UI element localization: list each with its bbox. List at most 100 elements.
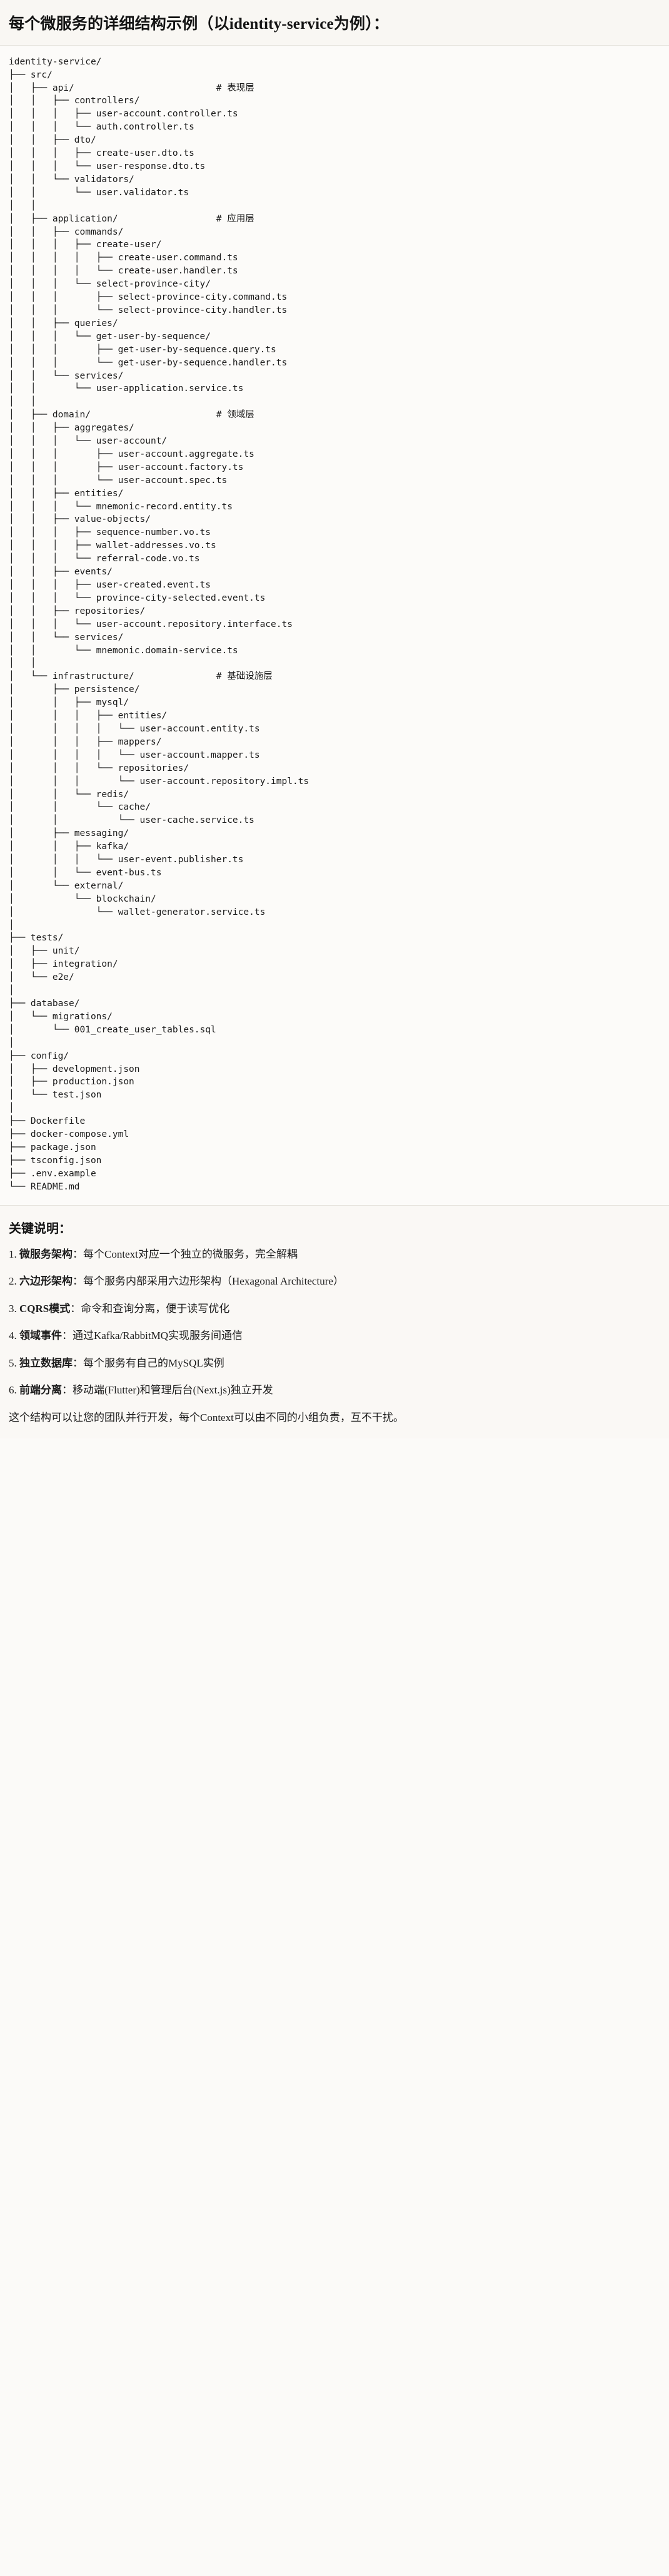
tree-line: │ │ — [9, 200, 36, 211]
tree-line: ├── tsconfig.json — [9, 1155, 102, 1166]
key-note-description: 每个服务内部采用六边形架构（Hexagonal Architecture） — [83, 1275, 344, 1288]
tree-line: │ │ │ ├── create-user.dto.ts — [9, 148, 194, 159]
tree-line: ├── config/ — [9, 1051, 69, 1061]
tree-line: │ │ │ │ ├── create-user.command.ts — [9, 253, 238, 263]
tree-line: ├── package.json — [9, 1142, 96, 1153]
tree-line: │ │ │ │ └── user-account.mapper.ts — [9, 750, 260, 760]
key-note-item: 2. 六边形架构：每个服务内部采用六边形架构（Hexagonal Archite… — [9, 1273, 660, 1290]
tree-line: │ │ └── user-cache.service.ts — [9, 815, 254, 826]
key-note-item: 3. CQRS模式：命令和查询分离，便于读写优化 — [9, 1301, 660, 1317]
key-notes-title: 关键说明： — [9, 1221, 71, 1236]
key-note-item: 1. 微服务架构：每个Context对应一个独立的微服务，完全解耦 — [9, 1246, 660, 1263]
tree-line: │ ├── application/ # 应用层 — [9, 213, 254, 224]
tree-line: │ │ │ └── user-account.spec.ts — [9, 475, 228, 486]
tree-line: │ └── e2e/ — [9, 972, 74, 983]
tree-line: │ │ │ ├── sequence-number.vo.ts — [9, 527, 211, 538]
title-block: 每个微服务的详细结构示例（以identity-service为例）： — [0, 0, 669, 46]
tree-line: │ │ │ ├── user-account.aggregate.ts — [9, 449, 254, 459]
tree-line: │ │ │ └── user-event.publisher.ts — [9, 855, 244, 865]
tree-line: │ │ │ └── user-account.repository.impl.t… — [9, 776, 309, 787]
directory-tree-block: identity-service/ ├── src/ │ ├── api/ # … — [0, 45, 669, 1205]
tree-line: │ └── external/ — [9, 880, 124, 891]
key-note-term: 前端分离 — [19, 1384, 62, 1397]
tree-line: │ │ │ ├── create-user/ — [9, 240, 162, 250]
tree-line: │ └── infrastructure/ # 基础设施层 — [9, 671, 273, 682]
tree-line: │ │ ├── aggregates/ — [9, 423, 134, 434]
tree-line: │ ├── integration/ — [9, 959, 118, 970]
tree-layer-comment: # 领域层 — [216, 410, 254, 420]
tree-line: │ │ ├── repositories/ — [9, 606, 146, 616]
tree-line: │ — [9, 920, 14, 930]
tree-line: │ │ ├── entities/ — [9, 488, 124, 499]
tree-line: │ └── wallet-generator.service.ts — [9, 907, 266, 917]
tree-line: │ │ │ │ └── user-account.entity.ts — [9, 723, 260, 734]
tree-line: │ │ ├── queries/ — [9, 318, 118, 328]
tree-line: │ — [9, 1103, 14, 1114]
key-note-separator: ： — [73, 1357, 83, 1369]
tree-line: ├── .env.example — [9, 1168, 96, 1179]
key-note-separator: ： — [70, 1302, 81, 1315]
tree-line: │ │ │ └── user-account/ — [9, 436, 168, 447]
key-notes-list: 1. 微服务架构：每个Context对应一个独立的微服务，完全解耦 2. 六边形架… — [9, 1246, 660, 1398]
key-note-description: 每个服务有自己的MySQL实例 — [83, 1357, 224, 1369]
key-notes-block: 关键说明： 1. 微服务架构：每个Context对应一个独立的微服务，完全解耦 2… — [0, 1204, 669, 1438]
key-note-description: 命令和查询分离，便于读写优化 — [81, 1302, 230, 1315]
tree-line: │ │ │ └── referral-code.vo.ts — [9, 554, 200, 564]
key-note-term: CQRS模式 — [19, 1302, 71, 1315]
tree-line: │ │ └── user-application.service.ts — [9, 384, 244, 394]
tree-line: │ │ │ ├── select-province-city.command.t… — [9, 292, 288, 303]
tree-line: │ │ │ ├── user-account.factory.ts — [9, 462, 244, 472]
tree-line: │ ├── persistence/ — [9, 685, 140, 695]
tree-line: │ └── 001_create_user_tables.sql — [9, 1024, 216, 1035]
key-note-number: 6. — [9, 1384, 19, 1397]
tree-line: ├── src/ — [9, 69, 53, 80]
tree-line: │ │ │ ├── mappers/ — [9, 736, 162, 747]
tree-layer-comment: # 应用层 — [216, 213, 254, 224]
key-note-term: 微服务架构 — [19, 1248, 73, 1260]
key-note-term: 领域事件 — [19, 1330, 62, 1342]
tree-line: │ │ │ └── mnemonic-record.entity.ts — [9, 501, 233, 512]
key-note-term: 独立数据库 — [19, 1357, 73, 1369]
tree-line: │ │ │ └── auth.controller.ts — [9, 122, 194, 133]
tree-line: │ │ └── services/ — [9, 370, 124, 381]
tree-line: ├── database/ — [9, 999, 80, 1009]
tree-line: │ │ ├── kafka/ — [9, 842, 129, 852]
key-note-separator: ： — [73, 1248, 83, 1260]
tree-line: │ │ │ ├── get-user-by-sequence.query.ts — [9, 344, 276, 355]
tree-line: │ │ ├── commands/ — [9, 227, 124, 237]
tree-line: │ │ │ ├── wallet-addresses.vo.ts — [9, 541, 216, 551]
key-note-separator: ： — [62, 1330, 73, 1342]
tree-line: │ ├── messaging/ — [9, 828, 129, 839]
tree-line: │ — [9, 985, 14, 996]
tree-line: │ └── test.json — [9, 1090, 102, 1101]
tree-line: │ │ │ └── select-province-city.handler.t… — [9, 305, 288, 315]
tree-line: │ │ ├── value-objects/ — [9, 514, 151, 525]
tree-line: │ │ └── event-bus.ts — [9, 867, 162, 878]
page-root: 每个微服务的详细结构示例（以identity-service为例）： ident… — [0, 0, 669, 1438]
key-note-number: 1. — [9, 1248, 19, 1260]
key-note-number: 2. — [9, 1275, 19, 1288]
tree-line: identity-service/ — [9, 56, 102, 67]
tree-line: │ │ │ └── get-user-by-sequence/ — [9, 331, 211, 342]
tree-line: │ │ └── redis/ — [9, 789, 129, 800]
tree-line: │ ├── api/ # 表现层 — [9, 83, 254, 93]
tree-line: │ │ │ │ └── create-user.handler.ts — [9, 266, 238, 277]
tree-line: │ └── migrations/ — [9, 1011, 113, 1022]
tree-line: │ └── blockchain/ — [9, 893, 156, 904]
tree-line: │ │ │ └── select-province-city/ — [9, 279, 211, 290]
tree-line: │ │ ├── mysql/ — [9, 698, 129, 708]
tree-line: │ ├── development.json — [9, 1064, 140, 1074]
key-note-number: 4. — [9, 1330, 19, 1342]
key-note-term: 六边形架构 — [19, 1275, 73, 1288]
tree-line: ├── tests/ — [9, 933, 64, 944]
tree-line: │ │ │ └── get-user-by-sequence.handler.t… — [9, 357, 288, 368]
key-note-item: 6. 前端分离：移动端(Flutter)和管理后台(Next.js)独立开发 — [9, 1382, 660, 1398]
key-note-separator: ： — [62, 1384, 73, 1397]
tree-layer-comment: # 表现层 — [216, 83, 254, 93]
key-note-separator: ： — [73, 1275, 83, 1288]
tree-line: ├── docker-compose.yml — [9, 1129, 129, 1140]
tree-line: │ │ └── mnemonic.domain-service.ts — [9, 645, 238, 656]
tree-line: │ │ └── services/ — [9, 632, 124, 643]
tree-line: │ │ ├── events/ — [9, 567, 113, 578]
tree-line: │ — [9, 1037, 14, 1048]
